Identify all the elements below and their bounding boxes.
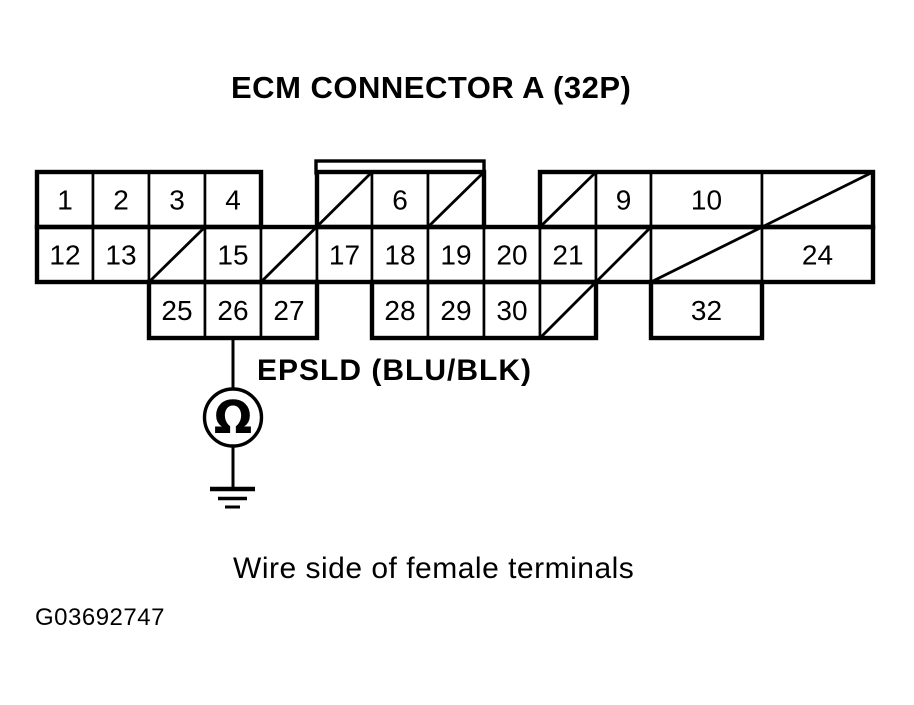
pin-number: 17 (329, 240, 360, 271)
pin-number: 21 (552, 240, 583, 271)
blocked-slash (260, 171, 373, 283)
pin-number: 2 (113, 185, 129, 216)
ohm-icon: Ω (214, 391, 252, 444)
pin-number: 26 (217, 295, 248, 326)
pin-number: 19 (440, 240, 471, 271)
pin-number: 6 (392, 185, 408, 216)
diagram-title: ECM CONNECTOR A (32P) (231, 70, 632, 105)
pin-number: 28 (384, 295, 415, 326)
blocked-slash (539, 171, 597, 228)
connector-group-outline (369, 279, 599, 341)
pin-number: 1 (57, 185, 73, 216)
connector-group-outline (648, 279, 765, 341)
pin-cell-13 (91, 225, 151, 284)
blocked-slash (148, 226, 206, 283)
pin-number: 9 (616, 185, 632, 216)
pin-number: 3 (169, 185, 185, 216)
caption: Wire side of female terminals (233, 552, 635, 585)
pin-number: 4 (225, 185, 241, 216)
pin-cell-30 (482, 280, 542, 340)
pin-number: 20 (496, 240, 527, 271)
pin-number: 12 (49, 240, 80, 271)
ground-icon (210, 486, 255, 509)
ohmmeter-probe: Ω (202, 338, 264, 509)
pin-number: 27 (273, 295, 304, 326)
pin-number: 15 (217, 240, 248, 271)
figure-id: G03692747 (35, 604, 165, 631)
pin-number: 13 (105, 240, 136, 271)
pin-number: 32 (691, 295, 722, 326)
wire-label: EPSLD (BLU/BLK) (257, 354, 532, 387)
blocked-slash (539, 226, 652, 339)
pin-cell-6 (370, 170, 430, 229)
pin-number: 18 (384, 240, 415, 271)
blocked-slash (427, 171, 485, 228)
pin-number: 25 (161, 295, 192, 326)
pin-number: 29 (440, 295, 471, 326)
pin-number: 30 (496, 295, 527, 326)
pin-number: 10 (691, 185, 722, 216)
blocked-slash (650, 170, 874, 284)
pin-cell-10 (649, 170, 764, 229)
pin-number: 24 (802, 240, 833, 271)
